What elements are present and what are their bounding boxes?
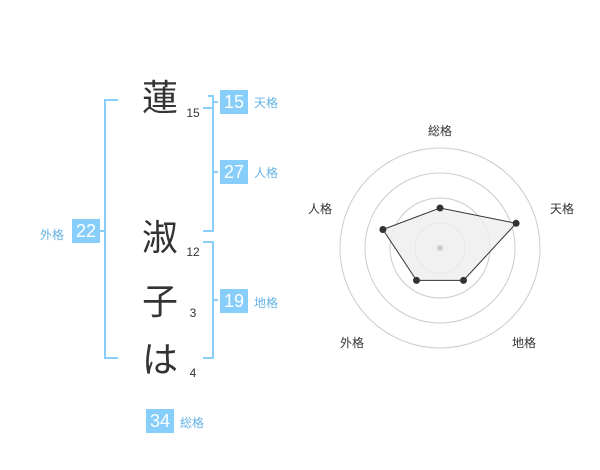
radar-axis-label-tenkaku: 天格 [549, 202, 574, 216]
radar-axis-label-chikaku: 地格 [511, 336, 536, 350]
radar-axis-label-jinkaku: 人格 [307, 202, 332, 216]
chikaku-badge: 19 [220, 289, 248, 313]
soukaku-label: 総格 [180, 416, 205, 430]
soukaku-badge: 34 [146, 409, 174, 433]
jinkaku-bracket [203, 107, 214, 232]
radar-axis-label-soukaku: 総格 [427, 124, 452, 138]
tenkaku-badge: 15 [220, 90, 248, 114]
gaikaku-badge: 22 [72, 219, 100, 243]
name-char-1: 蓮 [141, 78, 178, 119]
radar-series-polygon [382, 207, 518, 281]
radar-point-3 [413, 276, 420, 284]
jinkaku-label: 人格 [254, 166, 279, 180]
stroke-count-3: 3 [189, 306, 197, 320]
name-char-3: 子 [141, 282, 178, 323]
chikaku-label: 地格 [254, 296, 279, 310]
radar-point-4 [379, 226, 387, 233]
gaikaku-label: 外格 [40, 228, 65, 242]
radar-point-1 [512, 219, 520, 227]
radar-point-0 [436, 204, 444, 212]
name-char-2: 淑 [141, 218, 178, 259]
name-char-4: は [141, 340, 178, 381]
radar-point-2 [460, 276, 467, 284]
gaikaku-bracket [104, 99, 118, 359]
stroke-count-4: 4 [189, 366, 197, 380]
radar-center-point [437, 245, 443, 251]
stroke-count-2: 12 [186, 245, 200, 259]
tenkaku-label: 天格 [254, 96, 279, 110]
radar-grid-ring [339, 147, 541, 349]
jinkaku-badge: 27 [220, 160, 248, 184]
radar-grid-ring [364, 172, 516, 324]
stroke-count-1: 15 [186, 106, 200, 120]
radar-axis-label-gaikaku: 外格 [339, 336, 364, 350]
